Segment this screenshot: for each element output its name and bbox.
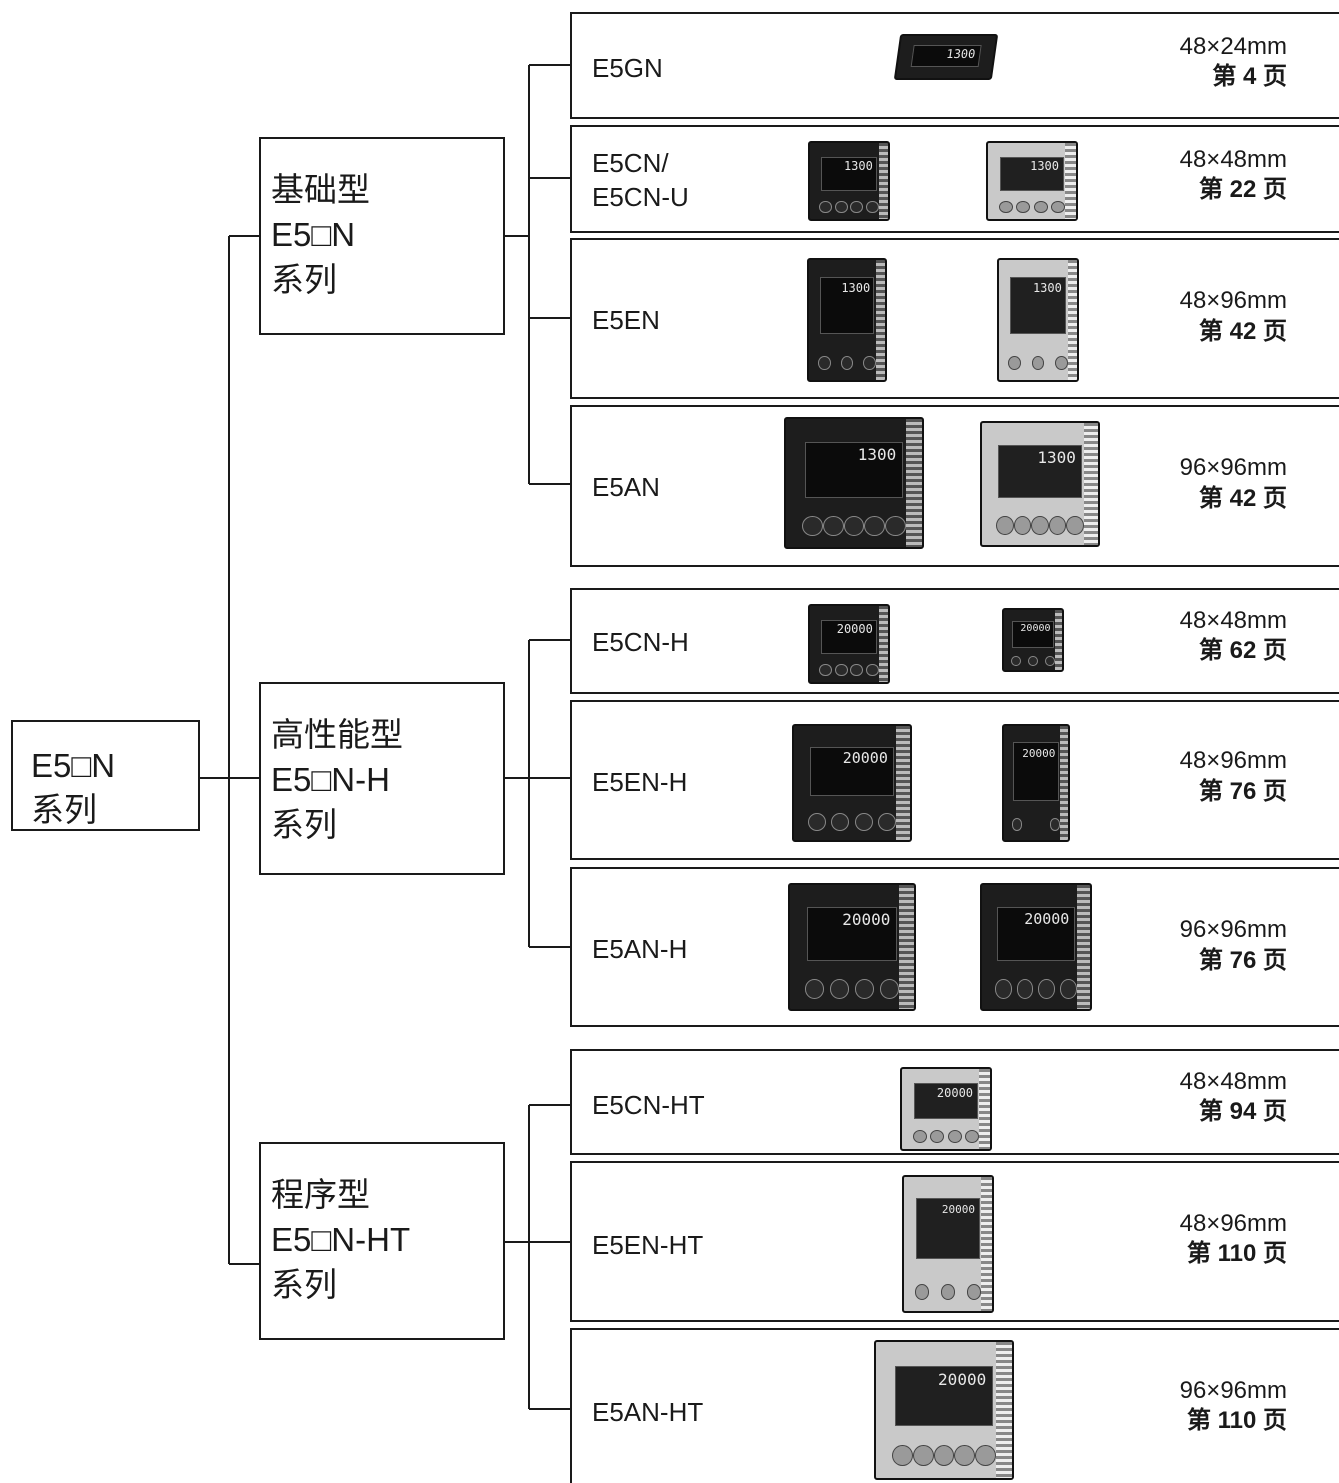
controller-readout: 1300 xyxy=(1037,448,1076,468)
size-label: 48×96mm xyxy=(1179,287,1287,314)
category-basic-line-1: 基础型 xyxy=(271,171,370,208)
page-reference: 第 110 页 xyxy=(1186,1407,1287,1434)
product-row-e5an-h: E5AN-H 20000 20000 96×96mm 第 76 页 xyxy=(570,867,1339,1027)
controller-image: 1300 xyxy=(986,141,1078,221)
product-row-e5gn: E5GN 1300 48×24mm 第 4 页 xyxy=(570,12,1339,119)
category-high-performance-line-2: E5□N-H xyxy=(271,761,390,798)
product-name: E5AN xyxy=(592,472,660,502)
controller-readout: 1300 xyxy=(1030,159,1060,174)
product-row-e5en-ht: E5EN-HT 20000 48×96mm 第 110 页 xyxy=(570,1161,1339,1322)
controller-image: 20000 xyxy=(902,1175,994,1313)
controller-readout: 20000 xyxy=(1022,746,1056,760)
controller-image: 1300 xyxy=(808,141,890,221)
controller-readout: 20000 xyxy=(1020,622,1051,634)
product-row-e5cn-h: E5CN-H 20000 20000 48×48mm 第 62 页 xyxy=(570,588,1339,694)
root-series-box: E5□N 系列 xyxy=(11,720,200,831)
size-label: 48×48mm xyxy=(1179,1068,1287,1095)
category-basic-box: 基础型 E5□N 系列 xyxy=(259,137,505,335)
controller-readout: 20000 xyxy=(938,1370,987,1390)
page-reference: 第 42 页 xyxy=(1198,318,1287,345)
controller-image: 20000 xyxy=(980,883,1092,1011)
controller-image: 20000 xyxy=(1002,608,1064,672)
product-name: E5GN xyxy=(592,53,663,83)
controller-readout: 1300 xyxy=(945,46,977,61)
controller-image: 20000 xyxy=(1002,724,1070,842)
controller-image: 1300 xyxy=(980,421,1100,547)
product-name-second-line: E5CN-U xyxy=(592,182,689,212)
size-label: 48×96mm xyxy=(1179,1210,1287,1237)
size-label: 96×96mm xyxy=(1179,454,1287,481)
product-name: E5AN-H xyxy=(592,934,688,964)
size-label: 48×24mm xyxy=(1179,33,1287,60)
controller-readout: 20000 xyxy=(842,749,888,768)
product-row-e5an-ht: E5AN-HT 20000 96×96mm 第 110 页 xyxy=(570,1328,1339,1483)
category-high-performance-box: 高性能型 E5□N-H 系列 xyxy=(259,682,505,875)
controller-image: 20000 xyxy=(792,724,912,842)
root-line-1: E5□N xyxy=(31,747,116,784)
controller-image: 1300 xyxy=(807,258,887,382)
category-basic-line-2: E5□N xyxy=(271,216,356,253)
product-name: E5EN xyxy=(592,305,660,335)
controller-readout: 20000 xyxy=(836,622,873,637)
product-name: E5CN-HT xyxy=(592,1090,705,1120)
product-name: E5CN/ xyxy=(592,148,669,178)
controller-image: 20000 xyxy=(808,604,890,684)
controller-readout: 20000 xyxy=(1024,910,1070,929)
size-label: 96×96mm xyxy=(1179,916,1287,943)
controller-image: 1300 xyxy=(893,34,999,80)
product-name: E5CN-H xyxy=(592,627,689,657)
page-reference: 第 76 页 xyxy=(1198,947,1287,974)
page-reference: 第 62 页 xyxy=(1198,637,1287,664)
page-reference: 第 94 页 xyxy=(1198,1098,1287,1125)
controller-image: 20000 xyxy=(874,1340,1014,1480)
product-name: E5EN-H xyxy=(592,767,688,797)
product-row-e5en-h: E5EN-H 20000 20000 48×96mm 第 76 页 xyxy=(570,700,1339,860)
category-program-line-1: 程序型 xyxy=(271,1176,370,1213)
category-high-performance-line-3: 系列 xyxy=(271,806,337,843)
page-reference: 第 22 页 xyxy=(1198,176,1287,203)
controller-readout: 20000 xyxy=(842,910,891,930)
controller-image: 20000 xyxy=(900,1067,992,1151)
product-row-e5en: E5EN 1300 1300 48×96mm 第 42 页 xyxy=(570,238,1339,399)
category-program-line-3: 系列 xyxy=(271,1266,337,1303)
controller-readout: 20000 xyxy=(941,1203,976,1217)
controller-image: 1300 xyxy=(997,258,1079,382)
page-reference: 第 42 页 xyxy=(1198,485,1287,512)
page-reference: 第 76 页 xyxy=(1198,778,1287,805)
size-label: 48×96mm xyxy=(1179,747,1287,774)
controller-image: 20000 xyxy=(788,883,916,1011)
controller-readout: 1300 xyxy=(841,281,871,296)
size-label: 48×48mm xyxy=(1179,607,1287,634)
category-basic-line-3: 系列 xyxy=(271,261,337,298)
root-line-2: 系列 xyxy=(31,791,97,828)
page-reference: 第 4 页 xyxy=(1212,63,1287,90)
controller-image: 1300 xyxy=(784,417,924,549)
category-program-box: 程序型 E5□N-HT 系列 xyxy=(259,1142,505,1340)
controller-readout: 1300 xyxy=(857,445,897,465)
category-high-performance-line-1: 高性能型 xyxy=(271,716,403,753)
controller-readout: 1300 xyxy=(1032,281,1062,296)
size-label: 48×48mm xyxy=(1179,146,1287,173)
product-name: E5AN-HT xyxy=(592,1397,704,1427)
controller-readout: 1300 xyxy=(843,159,873,174)
category-program-line-2: E5□N-HT xyxy=(271,1221,411,1258)
controller-readout: 20000 xyxy=(936,1086,974,1101)
size-label: 96×96mm xyxy=(1179,1377,1287,1404)
product-row-e5an: E5AN 1300 1300 96×96mm 第 42 页 xyxy=(570,405,1339,567)
product-row-e5cn-ht: E5CN-HT 20000 48×48mm 第 94 页 xyxy=(570,1049,1339,1155)
page-reference: 第 110 页 xyxy=(1186,1240,1287,1267)
product-row-e5cn: E5CN/ E5CN-U 1300 1300 48×48mm 第 22 页 xyxy=(570,125,1339,233)
product-name: E5EN-HT xyxy=(592,1230,704,1260)
